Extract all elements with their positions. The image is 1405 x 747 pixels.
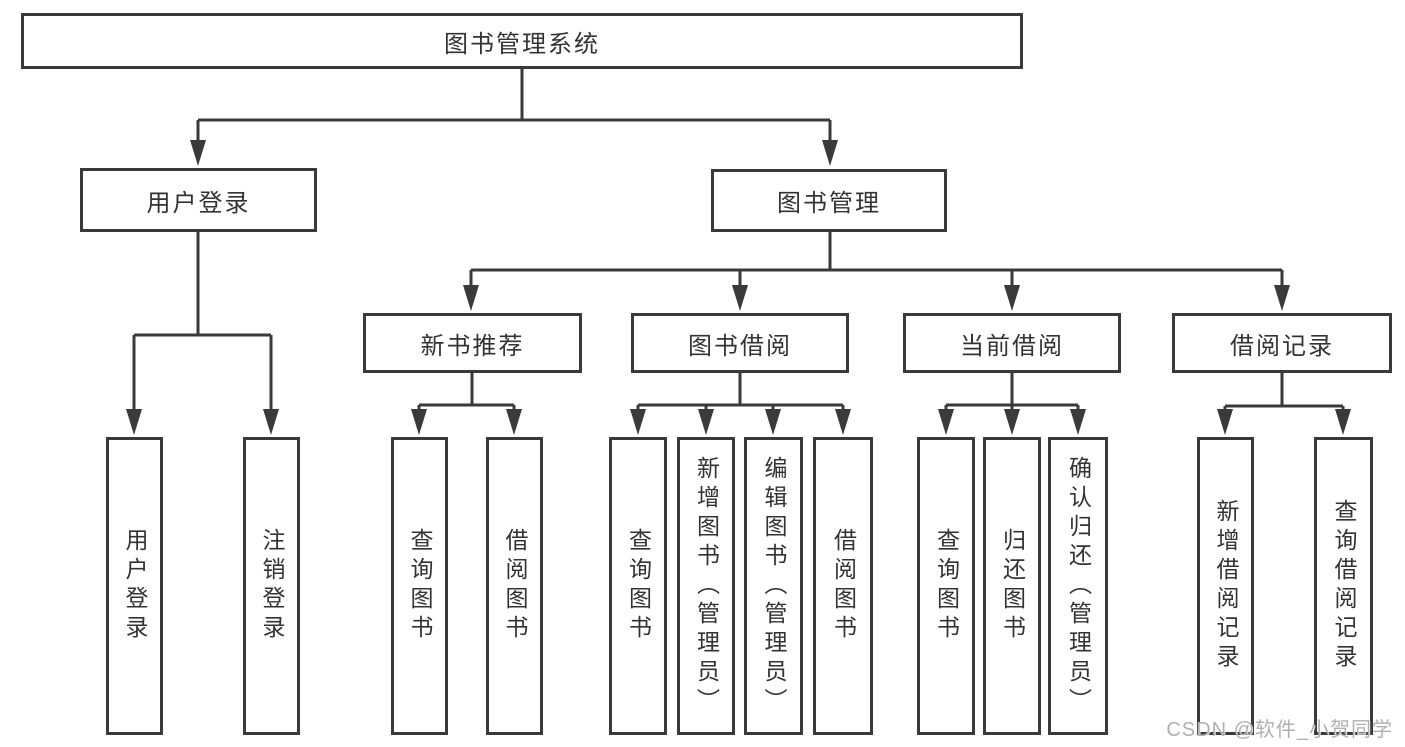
node-book-borrowing: 图书借阅 [631, 313, 849, 373]
arrowhead [765, 409, 781, 435]
leaf-logout-label: 注销登录 [259, 528, 285, 644]
leaf-query-books-recommend-label: 查询图书 [407, 528, 433, 644]
node-user-login-label: 用户登录 [146, 189, 251, 217]
node-borrowing-records: 借阅记录 [1172, 313, 1392, 373]
leaf-edit-book-admin: 编辑图书（管理员） [744, 437, 803, 735]
node-user-login: 用户登录 [80, 168, 317, 232]
arrowhead [463, 285, 479, 311]
arrowhead [126, 409, 142, 435]
node-book-borrowing-label: 图书借阅 [688, 332, 792, 360]
leaf-add-book-admin: 新增图书（管理员） [677, 437, 735, 735]
leaf-return-books: 归还图书 [983, 437, 1041, 735]
arrowhead [732, 285, 748, 311]
leaf-confirm-return-admin-label: 确认归还（管理员） [1065, 455, 1092, 717]
leaf-add-borrow-record-label: 新增借阅记录 [1213, 499, 1239, 673]
leaf-borrow-books-recommend-label: 借阅图书 [502, 528, 528, 644]
leaf-confirm-return-admin: 确认归还（管理员） [1048, 437, 1108, 735]
node-book-management: 图书管理 [711, 169, 947, 232]
arrowhead [1004, 285, 1020, 311]
arrowhead [938, 409, 954, 435]
arrowhead [1070, 409, 1086, 435]
leaf-query-books-current: 查询图书 [917, 437, 975, 735]
leaf-logout: 注销登录 [243, 437, 300, 735]
arrowhead [698, 409, 714, 435]
connector-bookmgmt-to-level3 [469, 232, 1284, 287]
node-book-management-label: 图书管理 [777, 190, 881, 217]
csdn-watermark: CSDN @软件_小贺同学 [1166, 719, 1393, 741]
arrowheads [126, 140, 1351, 435]
leaf-add-borrow-record: 新增借阅记录 [1197, 437, 1254, 735]
connector-borrowing-to-leaves [636, 373, 845, 411]
leaf-query-books-current-label: 查询图书 [933, 528, 960, 644]
leaf-return-books-label: 归还图书 [999, 528, 1026, 644]
node-new-book-recommend-label: 新书推荐 [420, 332, 525, 360]
arrowhead [411, 409, 427, 435]
leaf-borrow-books-recommend: 借阅图书 [486, 437, 543, 735]
connector-root-to-level2 [196, 69, 832, 142]
leaf-user-login-label: 用户登录 [122, 528, 148, 644]
connector-records-to-leaves [1223, 373, 1345, 411]
arrowhead [1004, 409, 1020, 435]
leaf-query-books-borrowing-label: 查询图书 [625, 528, 652, 644]
arrowhead [1335, 409, 1351, 435]
arrowhead [822, 140, 838, 166]
leaf-query-books-recommend: 查询图书 [391, 437, 448, 735]
node-borrowing-records-label: 借阅记录 [1230, 332, 1334, 360]
node-new-book-recommend: 新书推荐 [363, 313, 582, 373]
arrowhead [1217, 409, 1233, 435]
node-current-borrowing: 当前借阅 [903, 313, 1121, 373]
leaf-add-book-admin-label: 新增图书（管理员） [693, 455, 720, 717]
arrowhead [630, 409, 646, 435]
arrowhead [835, 409, 851, 435]
arrowhead [263, 409, 279, 435]
leaf-borrow-books-label: 借阅图书 [830, 528, 857, 644]
arrowhead [1274, 285, 1290, 311]
leaf-borrow-books: 借阅图书 [813, 437, 873, 735]
arrowhead [190, 140, 206, 166]
node-root: 图书管理系统 [21, 13, 1023, 69]
connector-current-to-leaves [944, 373, 1080, 411]
leaf-query-borrow-record-label: 查询借阅记录 [1331, 499, 1357, 673]
connector-userlogin-to-leaves [132, 232, 273, 411]
arrowhead [506, 409, 522, 435]
leaf-query-books-borrowing: 查询图书 [609, 437, 667, 735]
node-root-label: 图书管理系统 [444, 30, 600, 58]
node-current-borrowing-label: 当前借阅 [960, 332, 1064, 360]
leaf-edit-book-admin-label: 编辑图书（管理员） [761, 455, 787, 717]
leaf-query-borrow-record: 查询借阅记录 [1314, 437, 1373, 735]
leaf-user-login: 用户登录 [106, 437, 163, 735]
connector-newbook-to-leaves [417, 373, 516, 411]
